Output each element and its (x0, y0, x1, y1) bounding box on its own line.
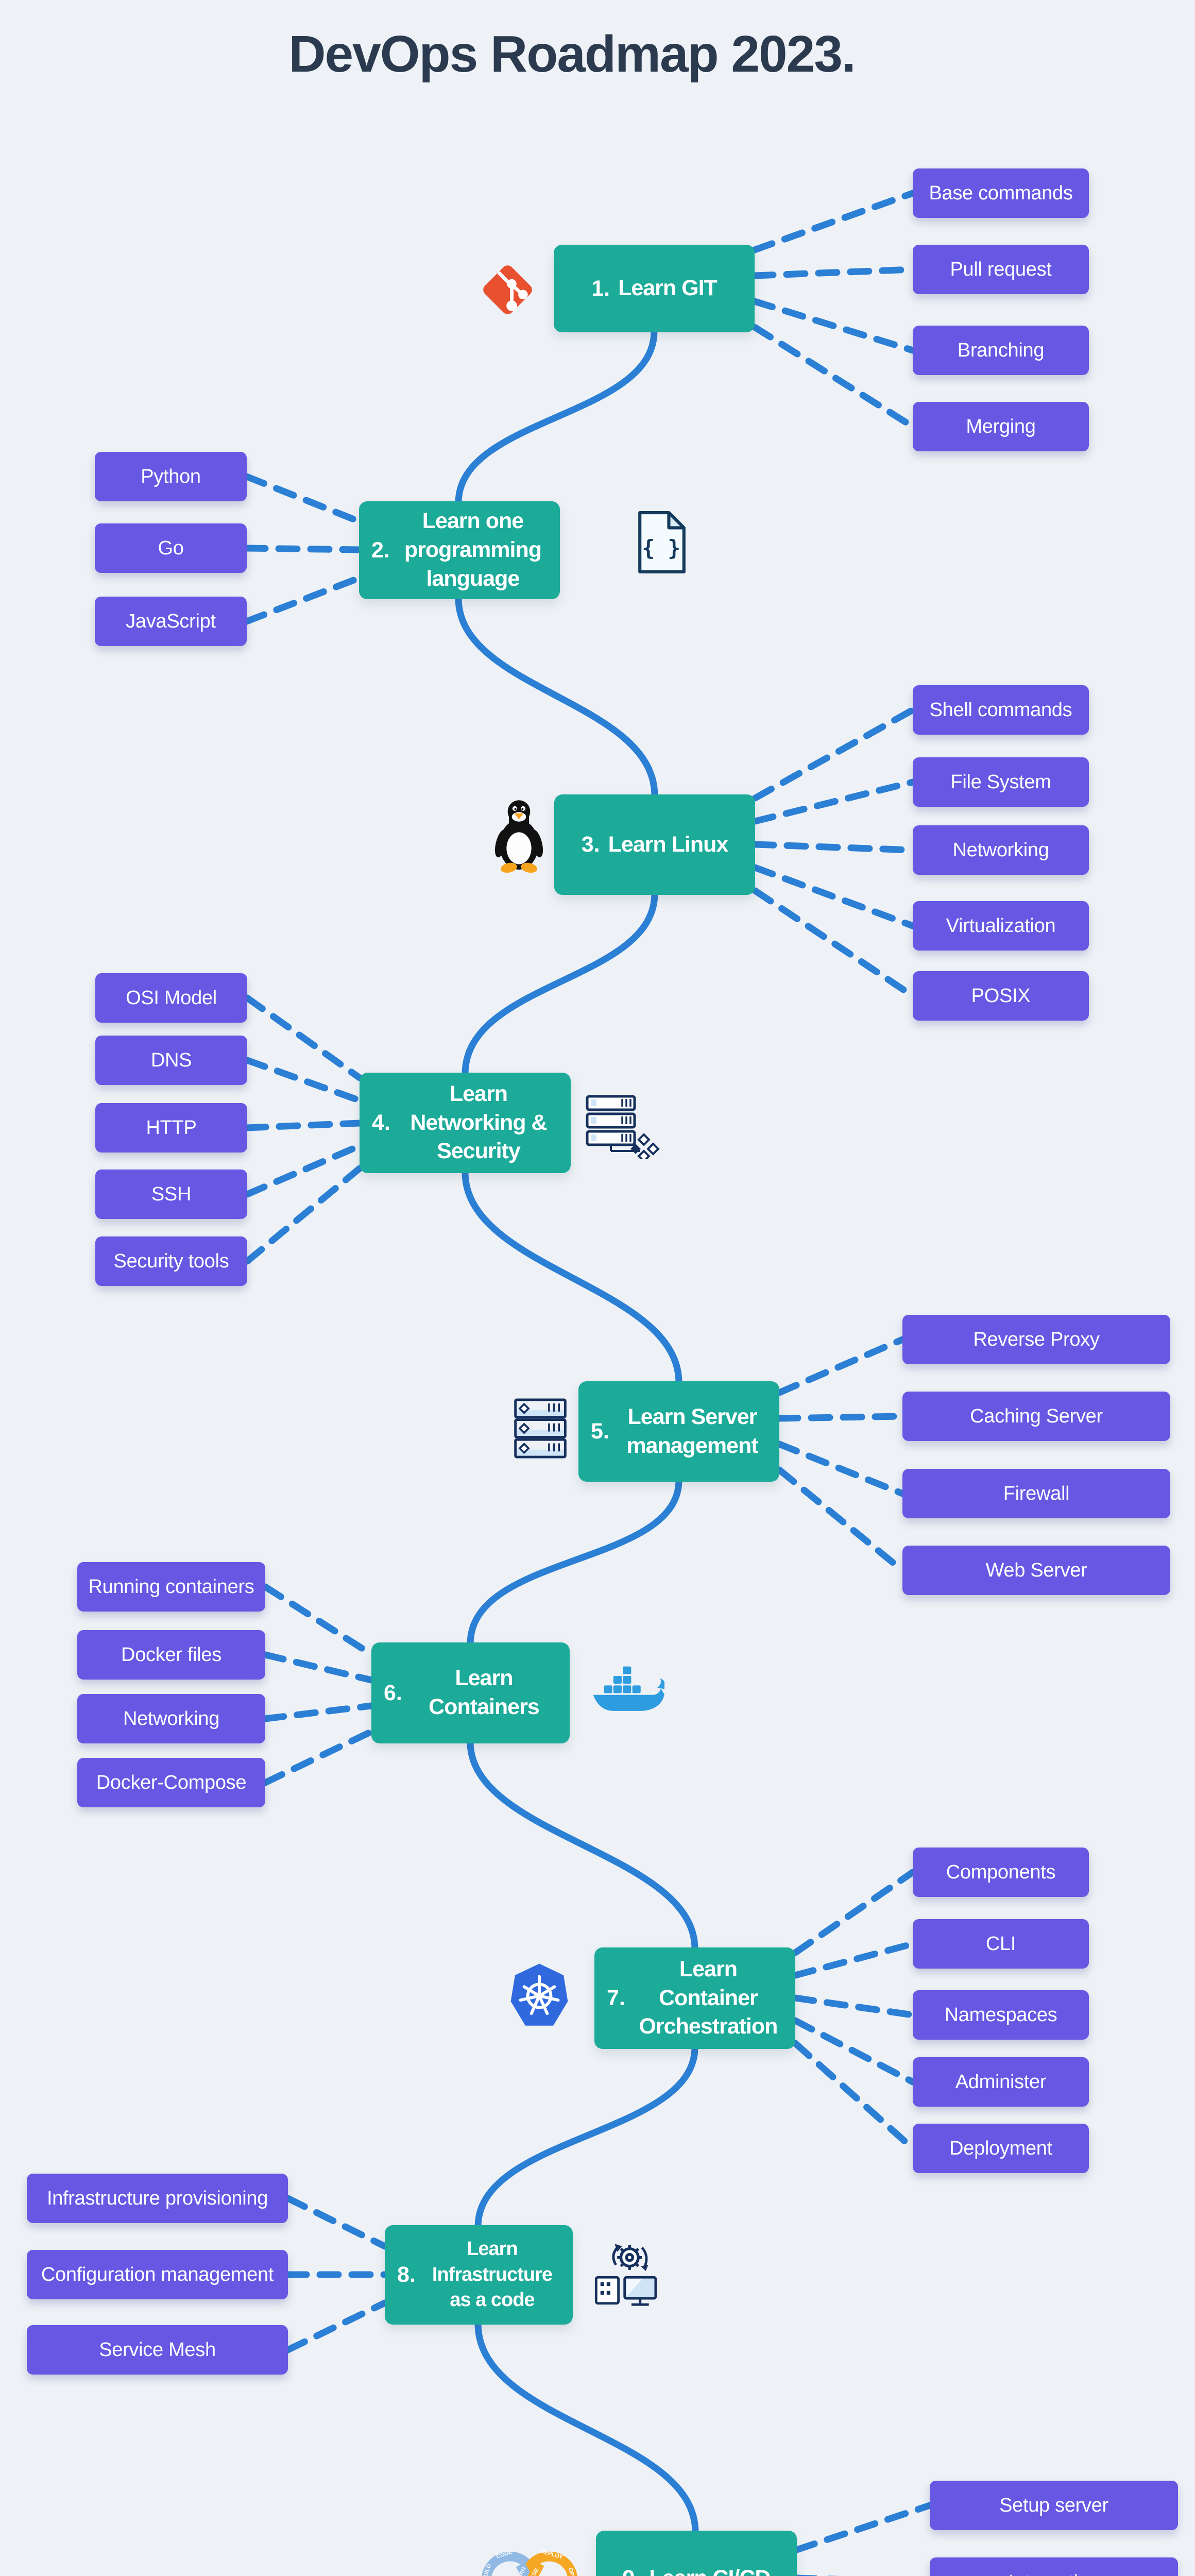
server-rack-icon (509, 1391, 572, 1466)
topic-item: Branching (913, 326, 1089, 375)
topic-item: Go (95, 523, 247, 573)
loop-label: OPERATE (567, 2567, 579, 2576)
kubernetes-icon (509, 1962, 570, 2030)
topic-item: File System (913, 757, 1089, 807)
topic-item: Docker-Compose (77, 1758, 265, 1807)
topic-item: DNS (95, 1036, 247, 1085)
node-title: Learn Infrastructure as a code (432, 2238, 553, 2311)
roadmap-node-5: 5. Learn Server management (578, 1381, 779, 1482)
topic-item: Infrastructure provisioning (27, 2174, 288, 2223)
topic-item: OSI Model (95, 973, 247, 1023)
topic-item: Networking (77, 1694, 265, 1743)
roadmap-node-7: 7. Learn Container Orchestration (594, 1947, 795, 2049)
topic-item: Administer (913, 2057, 1089, 2107)
node-title: Learn GIT (618, 276, 718, 301)
topic-item: Base commands (913, 168, 1089, 218)
topic-item: Networking (913, 825, 1089, 875)
topic-item: Docker files (77, 1630, 265, 1680)
network-security-icon (582, 1092, 664, 1159)
topic-item: Service Mesh (27, 2325, 288, 2375)
topic-item: Virtualization (913, 901, 1089, 951)
svg-text:{ }: { } (642, 535, 680, 561)
node-number: 8. (397, 2262, 416, 2287)
roadmap-node-6: 6. Learn Containers (371, 1642, 570, 1743)
roadmap-node-4: 4. Learn Networking & Security (360, 1073, 571, 1173)
page-title: DevOps Roadmap 2023. (288, 25, 856, 83)
topic-item: Integration (930, 2557, 1178, 2576)
roadmap-node-8: 8. Learn Infrastructure as a code (385, 2225, 573, 2325)
node-number: 9. (623, 2566, 641, 2576)
roadmap-node-9: 9. Learn CI/CD (596, 2531, 797, 2576)
node-title: Learn Networking & Security (410, 1081, 547, 1164)
roadmap-node-3: 3. Learn Linux (554, 794, 755, 895)
topic-item: Firewall (902, 1469, 1170, 1518)
topic-item: JavaScript (95, 597, 247, 646)
topic-item: POSIX (913, 971, 1089, 1021)
topic-item: SSH (95, 1170, 247, 1219)
topic-item: Deployment (913, 2124, 1089, 2173)
topic-item: CLI (913, 1919, 1089, 1969)
node-number: 6. (384, 1680, 402, 1705)
node-title: Learn Container Orchestration (639, 1956, 778, 2039)
node-number: 5. (591, 1419, 609, 1444)
roadmap-node-2: 2. Learn one programming language (359, 501, 560, 599)
roadmap-node-1: 1. Learn GIT (554, 245, 755, 332)
node-title: Learn Linux (608, 832, 729, 857)
node-number: 7. (607, 1986, 625, 2010)
topic-item: Security tools (95, 1236, 247, 1286)
devops-loop-icon: CODE PLAN BUILD TEST RELEASE DEPLOY OPER… (473, 2539, 581, 2576)
topic-item: Pull request (913, 245, 1089, 294)
node-title: Learn CI/CD (649, 2564, 771, 2576)
topic-item: HTTP (95, 1103, 247, 1153)
topic-item: Caching Server (902, 1392, 1170, 1441)
topic-item: Configuration management (27, 2250, 288, 2299)
topic-item: Merging (913, 402, 1089, 451)
docker-whale-icon (587, 1664, 664, 1723)
node-number: 4. (372, 1110, 390, 1135)
topic-item: Python (95, 452, 247, 501)
node-title: Learn Containers (429, 1666, 540, 1719)
topic-item: Reverse Proxy (902, 1315, 1170, 1364)
node-number: 1. (591, 276, 610, 301)
node-title: Learn one programming language (404, 509, 542, 591)
git-icon (478, 260, 537, 319)
topic-item: Namespaces (913, 1990, 1089, 2040)
linux-tux-icon (489, 796, 549, 873)
iac-gear-icon (592, 2240, 662, 2307)
node-title: Learn Server management (626, 1404, 758, 1458)
topic-item: Setup server (930, 2481, 1178, 2530)
code-file-icon: { } (634, 507, 690, 577)
topic-item: Components (913, 1848, 1089, 1897)
topic-item: Shell commands (913, 685, 1089, 735)
topic-item: Running containers (77, 1562, 265, 1612)
node-number: 3. (581, 832, 600, 857)
topic-item: Web Server (902, 1546, 1170, 1595)
node-number: 2. (371, 537, 390, 563)
